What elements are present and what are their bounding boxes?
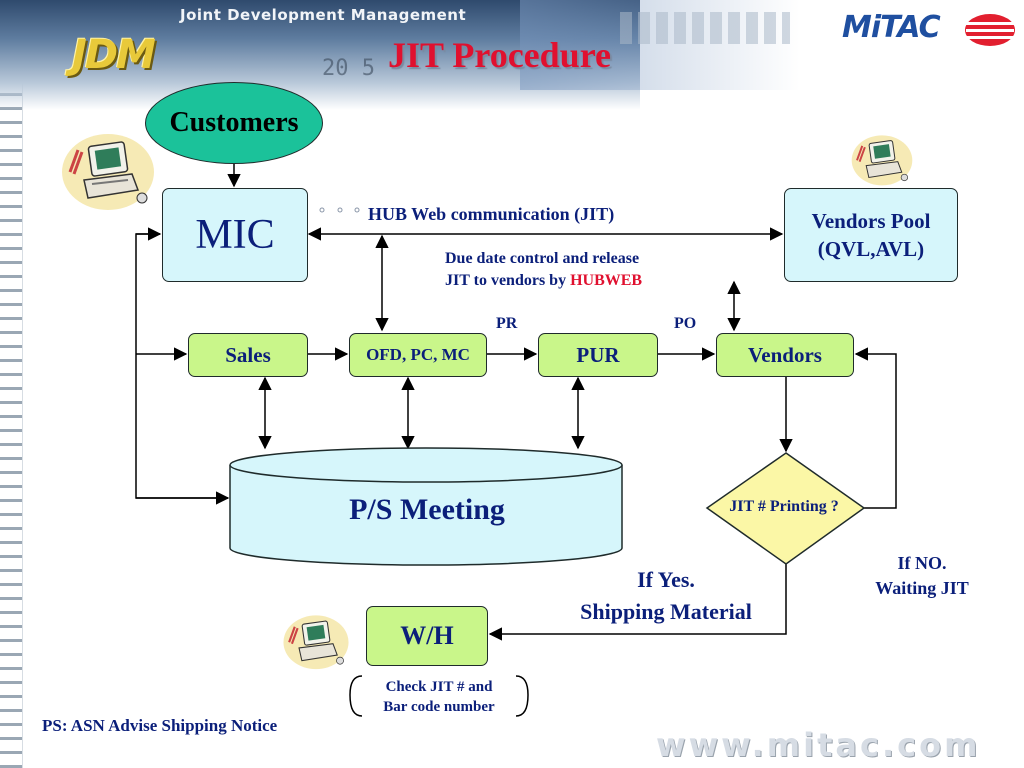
- binder-spiral: [0, 0, 23, 768]
- arrow-if-no-loop: [854, 347, 897, 509]
- check-line1: Check JIT # and: [385, 679, 493, 695]
- hub-web-label: HUB Web communication (JIT): [368, 204, 615, 224]
- header-bars-decoration: [620, 12, 790, 44]
- mitac-logo-icon: [965, 14, 1015, 46]
- ps-meeting-label: P/S Meeting: [349, 493, 505, 526]
- if-no-label: If NO. Waiting JIT: [852, 551, 992, 601]
- check-jit-note: Check JIT # and Bar code number: [366, 677, 512, 717]
- pur-node: PUR: [538, 333, 658, 377]
- left-bracket: [349, 675, 363, 717]
- hubweb-highlight: HUBWEB: [570, 272, 643, 289]
- computer-clipart-icon: [62, 134, 154, 210]
- due-date-line2: JIT to vendors by HUBWEB: [445, 270, 642, 292]
- page-title: JIT Procedure: [388, 35, 611, 75]
- if-yes-label: If Yes. Shipping Material: [555, 564, 777, 628]
- due-date-line1: Due date control and release: [445, 250, 640, 267]
- wh-node: W/H: [366, 606, 488, 666]
- jdm-logo-icon: JDM: [72, 32, 156, 78]
- ps-asn-note: PS: ASN Advise Shipping Notice: [42, 716, 278, 735]
- mitac-logo-text: MiTAC: [842, 10, 941, 45]
- brand-text: Joint Development Management: [180, 6, 467, 24]
- jit-printing-diamond: [705, 452, 866, 565]
- if-no-line1: If NO.: [897, 553, 947, 573]
- vendors-node: Vendors: [716, 333, 854, 377]
- if-yes-line2: Shipping Material: [580, 599, 752, 624]
- po-label: PO: [674, 315, 697, 332]
- sales-node: Sales: [188, 333, 308, 377]
- arrow-if-yes-wh: [488, 564, 787, 641]
- decorative-digits: 20 5: [322, 56, 375, 81]
- if-yes-line1: If Yes.: [637, 567, 695, 592]
- due-date-prefix: JIT to vendors by: [445, 272, 571, 289]
- ofd-pc-mc-node: OFD, PC, MC: [349, 333, 487, 377]
- vendors-pool-line2: (QVL,AVL): [817, 237, 925, 261]
- right-bracket: [515, 675, 529, 717]
- computer-clipart-icon: [283, 615, 349, 670]
- computer-clipart-icon: [851, 135, 913, 186]
- jit-printing-label: JIT # Printing ?: [729, 498, 839, 515]
- check-line2: Bar code number: [383, 699, 495, 715]
- vendors-pool-line1: Vendors Pool: [811, 209, 931, 233]
- vendors-pool-node: Vendors Pool (QVL,AVL): [784, 188, 958, 282]
- website-watermark: www.mitac.com: [656, 726, 981, 764]
- pr-label: PR: [496, 315, 518, 332]
- if-no-line2: Waiting JIT: [875, 578, 969, 598]
- due-date-label: Due date control and release JIT to vend…: [445, 248, 642, 292]
- mic-node: MIC: [162, 188, 308, 282]
- ps-meeting-cylinder: [229, 447, 623, 566]
- customers-node: Customers: [145, 82, 323, 164]
